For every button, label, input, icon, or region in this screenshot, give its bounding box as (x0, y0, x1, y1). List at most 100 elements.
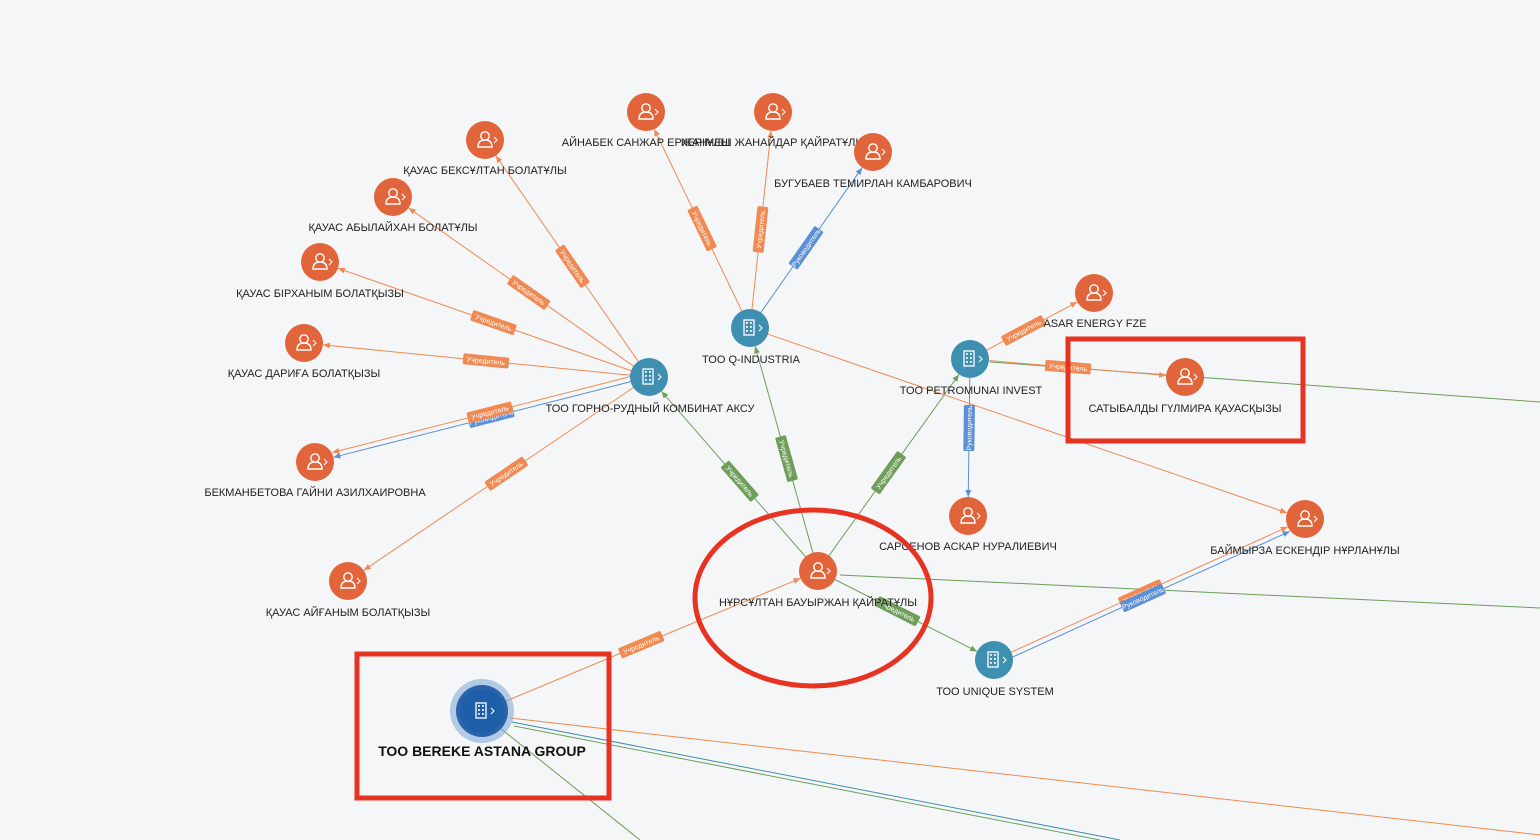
node-ainabek[interactable] (627, 93, 665, 131)
edge-label-text: Учредитель (756, 210, 767, 249)
person-icon (960, 507, 976, 524)
chevron-right-icon[interactable] (657, 373, 662, 381)
chevron-right-icon[interactable] (978, 355, 983, 363)
chevron-right-icon[interactable] (1313, 515, 1318, 523)
chevron-right-icon[interactable] (401, 193, 406, 201)
person-icon (865, 143, 881, 160)
person-icon (477, 131, 493, 148)
chevron-right-icon[interactable] (881, 148, 886, 156)
nodes-layer: ТОО ГОРНО-РУДНЫЙ КОМБИНАТ АКСУ ТОО Q-INDU… (204, 93, 1400, 759)
person-icon (307, 453, 323, 470)
edge-label: Учредитель (1001, 315, 1046, 346)
node-label: АЙНАБЕК САНЖАР ЕРЖАНҰЛЫ (562, 136, 730, 149)
person-icon (385, 188, 401, 205)
node-label: БУГУБАЕВ ТЕМИРЛАН КАМБАРОВИЧ (774, 178, 972, 190)
node-label: ҚАУАС БЕКСҰЛТАН БОЛАТҰЛЫ (403, 165, 566, 177)
node-qindustria[interactable] (731, 309, 769, 347)
node-label: БЕКМАНБЕТОВА ГАЙНИ АЗИЛХАИРОВНА (204, 486, 426, 499)
node-label: ҚАУАС БІРХАНЫМ БОЛАТҚЫЗЫ (236, 288, 404, 300)
edge-label: Учредитель (462, 353, 510, 369)
building-icon (963, 350, 975, 367)
person-icon (810, 562, 826, 579)
node-label: НҰРСҰЛТАН БАУЫРЖАН ҚАЙРАТҰЛЫ (719, 596, 917, 609)
node-birkhanym[interactable] (301, 243, 339, 281)
node-bekmanbetova[interactable] (296, 443, 334, 481)
node-nursultan[interactable] (799, 552, 837, 590)
building-icon (987, 651, 999, 668)
node-label: ҚАУАС ДАРИҒА БОЛАТҚЫЗЫ (228, 368, 380, 380)
chevron-right-icon[interactable] (1193, 373, 1198, 381)
node-petromunai[interactable] (951, 340, 989, 378)
annotation-box-bereke (354, 651, 612, 801)
node-bereke[interactable] (450, 679, 514, 743)
node-baimyrza[interactable] (1286, 500, 1324, 538)
node-asar[interactable] (1075, 274, 1113, 312)
chevron-right-icon[interactable] (781, 108, 786, 116)
person-icon (1297, 510, 1313, 527)
chevron-right-icon[interactable] (1002, 656, 1007, 664)
node-aiganym[interactable] (329, 562, 367, 600)
edge-label: Учредитель (687, 205, 717, 252)
building-icon (642, 368, 654, 385)
edge-label-text: Учредитель (875, 455, 903, 490)
edge-label-text: Учредитель (558, 249, 586, 285)
node-label: ҚАУАС АЙҒАНЫМ БОЛАТҚЫЗЫ (266, 606, 431, 619)
node-sarsenov[interactable] (949, 497, 987, 535)
edge-label-text: Учредитель (489, 461, 525, 488)
edge-label-text: Учредитель (511, 279, 547, 307)
chevron-right-icon[interactable] (312, 339, 317, 347)
edge-label-text: Руководитель (791, 228, 823, 269)
node-label: ТОО ГОРНО-РУДНЫЙ КОМБИНАТ АКСУ (546, 402, 756, 415)
chevron-right-icon[interactable] (758, 324, 763, 332)
edge-label: Учредитель (484, 456, 528, 491)
node-label: ТОО UNIQUE SYSTEM (936, 686, 1053, 698)
annotation-circle-nursultan (692, 507, 934, 689)
edge-label: Учредитель (752, 206, 769, 253)
chevron-right-icon[interactable] (490, 707, 495, 715)
person-icon (1086, 284, 1102, 301)
chevron-right-icon[interactable] (493, 136, 498, 144)
edge-founder_plain[interactable] (749, 327, 1288, 514)
node-label: ТОО BEREKE ASTANA GROUP (378, 743, 586, 759)
edge-label: Руководитель (963, 404, 975, 452)
node-dariga[interactable] (285, 324, 323, 362)
edge-label-text: Руководитель (966, 405, 974, 451)
node-label: ТОО Q-INDUSTRIA (702, 354, 801, 366)
chevron-right-icon[interactable] (1102, 289, 1107, 297)
node-label: САТЫБАЛДЫ ГҮЛМИРА ҚАУАСҚЫЗЫ (1088, 403, 1281, 415)
offscreen-edge (513, 725, 1101, 840)
node-kerimesh[interactable] (754, 93, 792, 131)
edge-label: Учредитель (618, 631, 665, 659)
offscreen-edge (509, 717, 1540, 836)
person-icon (340, 572, 356, 589)
building-icon (475, 702, 487, 719)
person-icon (638, 103, 654, 120)
edge-label: Учредитель (871, 451, 906, 495)
person-icon (1177, 368, 1193, 385)
edge-label: Руководитель (788, 226, 824, 270)
person-icon (296, 334, 312, 351)
node-beksultan[interactable] (466, 121, 504, 159)
edge-label: Учредитель (507, 275, 551, 310)
edge-label: Учредитель (470, 310, 517, 336)
chevron-right-icon[interactable] (356, 577, 361, 585)
chevron-right-icon[interactable] (323, 458, 328, 466)
offscreen-edge (511, 721, 1121, 840)
chevron-right-icon[interactable] (976, 512, 981, 520)
node-unique[interactable] (975, 641, 1013, 679)
person-icon (765, 103, 781, 120)
edge-label-text: Учредитель (724, 465, 755, 499)
chevron-right-icon[interactable] (328, 258, 333, 266)
chevron-right-icon[interactable] (826, 567, 831, 575)
edge-label: Учредитель (775, 435, 798, 482)
chevron-right-icon[interactable] (654, 108, 659, 116)
offscreen-edges (499, 361, 1540, 840)
node-abylaikhan[interactable] (374, 178, 412, 216)
node-satybaldy[interactable] (1166, 358, 1204, 396)
node-label: КЕРІМЕШ ЖАНАЙДАР ҚАЙРАТҰЛЫ (681, 136, 865, 149)
node-aksu[interactable] (630, 358, 668, 396)
node-bugubaev[interactable] (854, 133, 892, 171)
building-icon (743, 319, 755, 336)
node-label: САРСЕНОВ АСКАР НУРАЛИЕВИЧ (879, 541, 1057, 553)
